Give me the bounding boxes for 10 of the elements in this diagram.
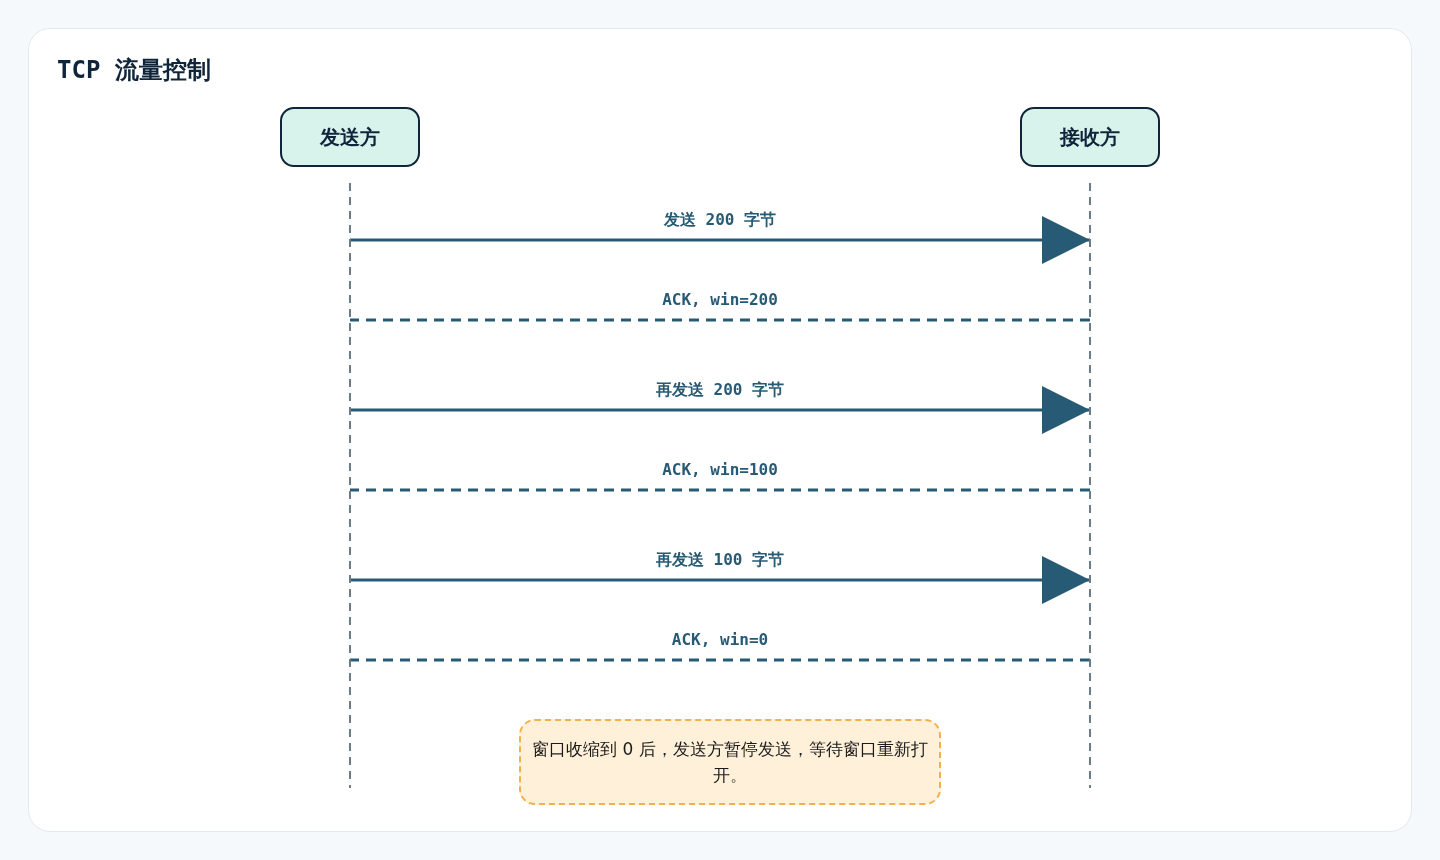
message-line bbox=[350, 318, 1090, 322]
participant-box: 发送方 bbox=[280, 107, 420, 167]
message-line bbox=[350, 658, 1090, 662]
participant-box: 接收方 bbox=[1020, 107, 1160, 167]
message-line bbox=[350, 488, 1090, 492]
message-arrow bbox=[350, 386, 1090, 434]
diagram-title: TCP 流量控制 bbox=[57, 55, 211, 86]
note-box: 窗口收缩到 0 后，发送方暂停发送，等待窗口重新打开。 bbox=[519, 719, 941, 805]
message-arrow bbox=[350, 216, 1090, 264]
message-arrow bbox=[350, 556, 1090, 604]
